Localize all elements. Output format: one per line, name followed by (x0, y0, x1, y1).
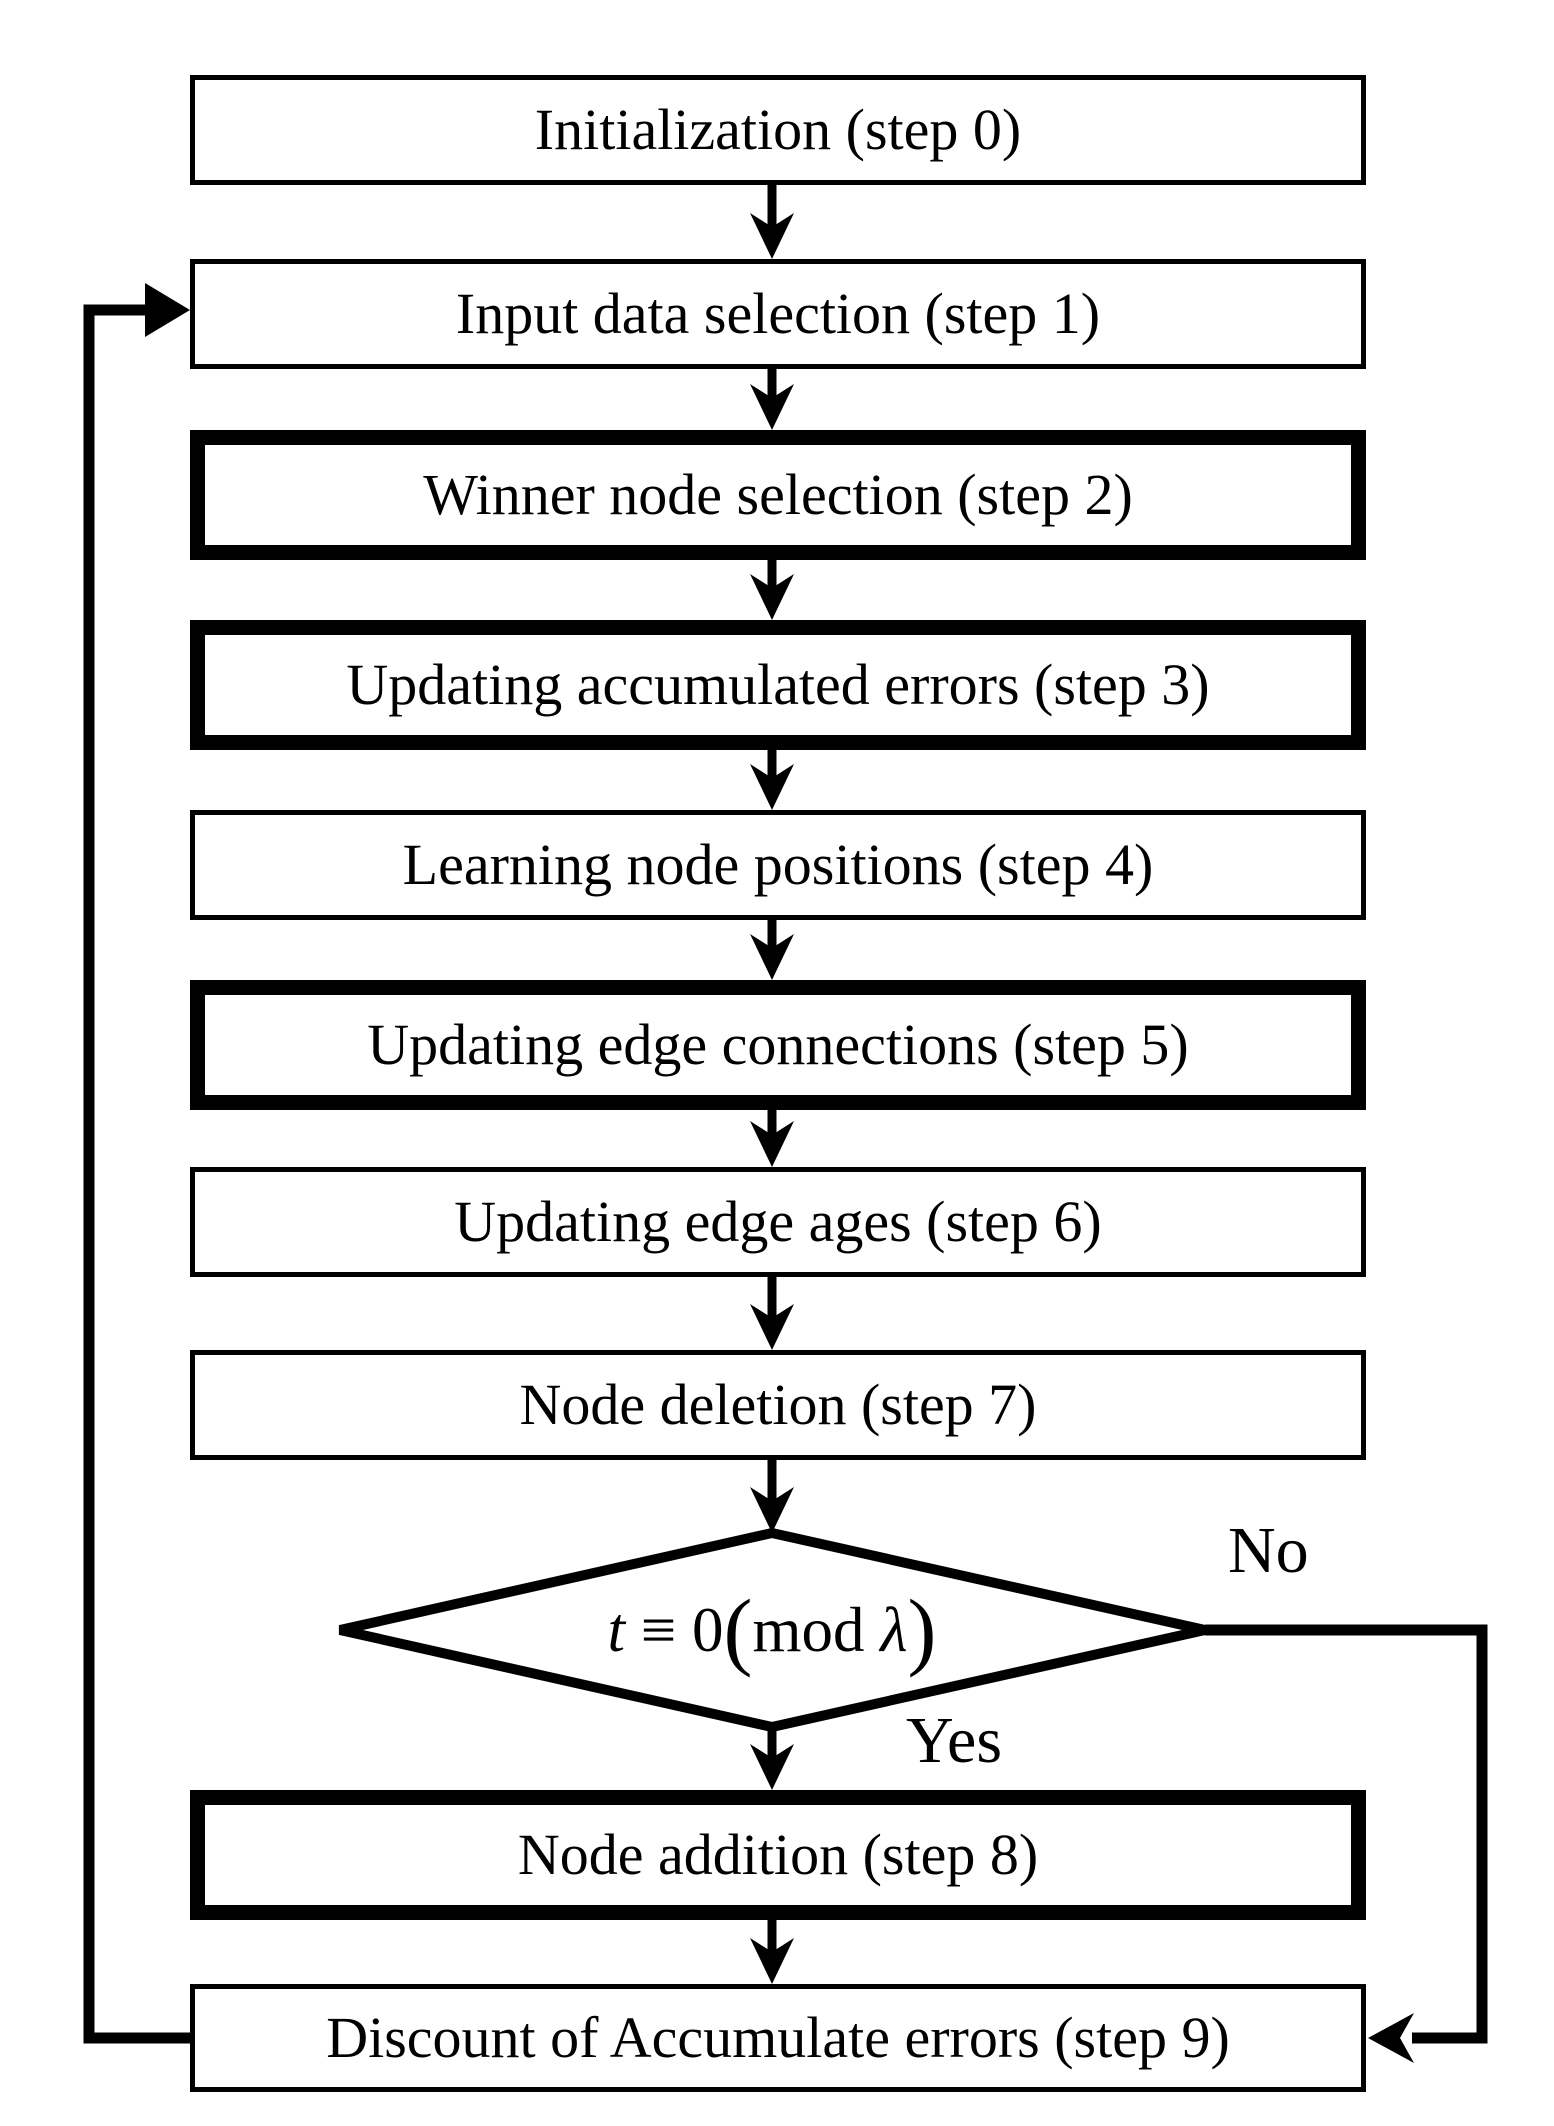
loop-connector-step9-to-step1 (83, 283, 190, 2044)
step-label: Node addition (step 8) (517, 1822, 1039, 1887)
arrowhead-left-icon (1368, 2013, 1414, 2063)
arrow-step6-step7 (750, 1277, 794, 1350)
step-label: Updating edge connections (step 5) (367, 1012, 1189, 1077)
decision-lambda-symbol: λ (880, 1594, 908, 1665)
arrowhead-down-icon (750, 213, 794, 259)
step-box-winner-node-selection: Winner node selection (step 2) (190, 430, 1366, 560)
step-box-node-addition: Node addition (step 8) (190, 1790, 1366, 1920)
step-box-updating-edge-ages: Updating edge ages (step 6) (190, 1167, 1366, 1277)
step-box-input-data-selection: Input data selection (step 1) (190, 259, 1366, 369)
arrowhead-down-icon (750, 384, 794, 430)
arrowhead-down-icon (750, 1487, 794, 1533)
arrow-step5-step6 (750, 1110, 794, 1167)
arrow-step3-step4 (750, 750, 794, 810)
step-box-node-deletion: Node deletion (step 7) (190, 1350, 1366, 1460)
decision-mod-word: mod (752, 1594, 881, 1665)
step-label: Node deletion (step 7) (519, 1372, 1037, 1437)
arrowhead-down-icon (750, 764, 794, 810)
yes-branch-label: Yes (906, 1704, 1003, 1777)
step-label: Updating edge ages (step 6) (454, 1189, 1102, 1254)
arrowhead-down-icon (750, 1744, 794, 1790)
step-label: Input data selection (step 1) (455, 281, 1101, 346)
step-box-learning-node-positions: Learning node positions (step 4) (190, 810, 1366, 920)
step-box-discount-accumulate-errors: Discount of Accumulate errors (step 9) (190, 1984, 1366, 2092)
no-branch-connector (1205, 1624, 1488, 2063)
arrow-step2-step3 (750, 560, 794, 620)
step-box-updating-accumulated-errors: Updating accumulated errors (step 3) (190, 620, 1366, 750)
arrowhead-down-icon (750, 574, 794, 620)
step-box-initialization: Initialization (step 0) (190, 75, 1366, 185)
arrow-step4-step5 (750, 920, 794, 980)
arrowhead-down-icon (750, 1304, 794, 1350)
arrow-step0-step1 (750, 185, 794, 259)
arrowhead-right-icon (145, 283, 190, 337)
decision-equiv-zero: ≡ 0 (625, 1594, 724, 1665)
arrow-step1-step2 (750, 369, 794, 430)
arrowhead-down-icon (750, 934, 794, 980)
no-branch-label: No (1228, 1514, 1309, 1587)
decision-condition-label: t ≡ 0(mod λ) (607, 1582, 937, 1678)
step-label: Winner node selection (step 2) (423, 462, 1133, 527)
arrowhead-down-icon (750, 1121, 794, 1167)
step-label: Updating accumulated errors (step 3) (346, 652, 1210, 717)
step-box-updating-edge-connections: Updating edge connections (step 5) (190, 980, 1366, 1110)
arrow-step7-decision (750, 1460, 794, 1533)
arrowhead-down-icon (750, 1938, 794, 1984)
arrow-decision-step8-yes (750, 1727, 794, 1790)
decision-variable-t: t (607, 1594, 625, 1665)
arrow-step8-step9 (750, 1920, 794, 1984)
step-label: Discount of Accumulate errors (step 9) (326, 2005, 1230, 2070)
step-label: Initialization (step 0) (534, 97, 1022, 162)
step-label: Learning node positions (step 4) (402, 832, 1154, 897)
